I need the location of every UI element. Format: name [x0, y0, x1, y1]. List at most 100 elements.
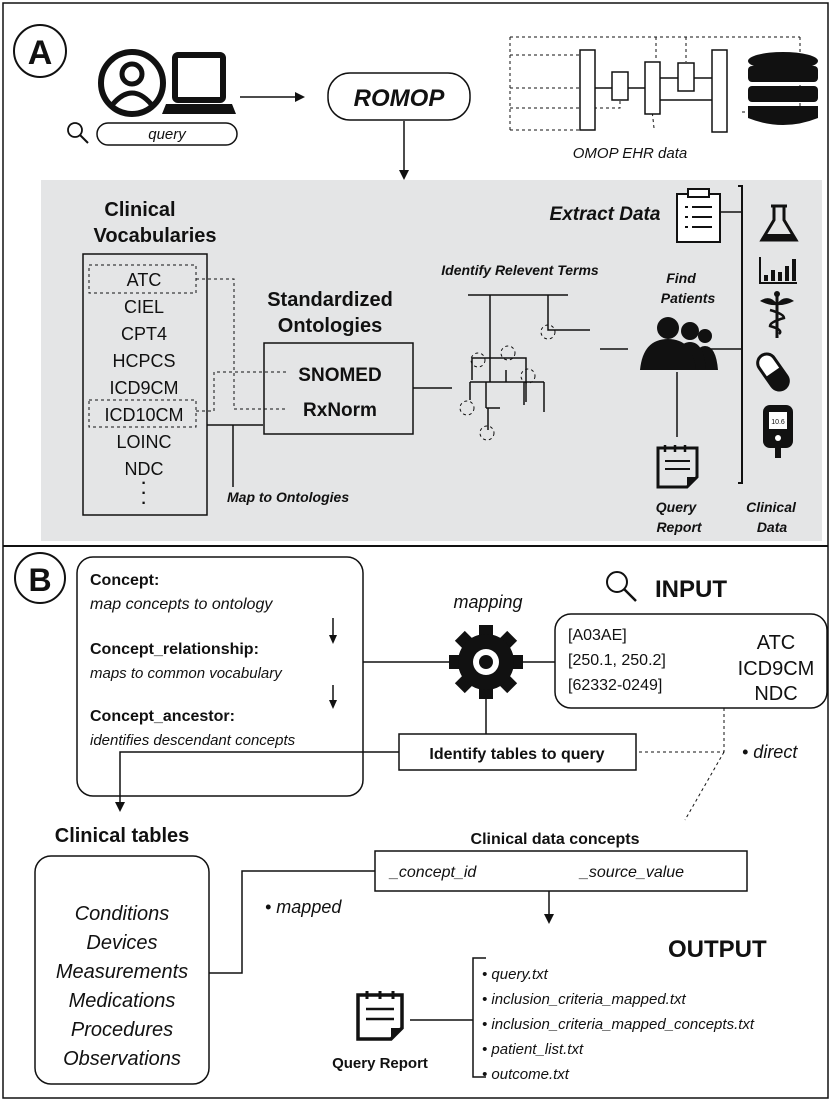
ontology-item: SNOMED [298, 365, 381, 386]
report-label-1: Query [656, 499, 698, 515]
romop-label: ROMOP [354, 85, 446, 112]
user-icon [98, 49, 166, 117]
omop-caption: OMOP EHR data [573, 145, 687, 162]
magnifier-icon [67, 122, 89, 144]
clinical-label-2: Data [757, 519, 788, 535]
arrow-rel-down [329, 700, 337, 709]
term-tree [459, 294, 590, 441]
vocab-ellipsis: · [141, 485, 146, 502]
mapped-label: • mapped [265, 897, 342, 917]
identify-to-tables [119, 751, 399, 804]
pill-icon [756, 352, 790, 392]
concept-title: Concept: [90, 572, 159, 589]
vocab-item: LOINC [116, 432, 171, 452]
output-file: • patient_list.txt [482, 1041, 584, 1058]
input-vocab: ATC [757, 632, 796, 654]
database-icon [748, 52, 818, 125]
direct-path-diagonal [684, 751, 725, 821]
svg-text:10.6: 10.6 [771, 419, 785, 426]
rel-desc: maps to common vocabulary [90, 665, 283, 682]
rel-title: Concept_relationship: [90, 641, 259, 658]
output-file: • inclusion_criteria_mapped_concepts.txt [482, 1016, 755, 1033]
output-label: OUTPUT [668, 936, 767, 963]
flask-icon [759, 204, 799, 242]
vocab-item: NDC [125, 459, 164, 479]
clinical-table: Devices [86, 932, 157, 954]
concept-id-label: _concept_id [388, 864, 477, 881]
clinical-tables-title: Clinical tables [55, 825, 190, 847]
vocab-ellipsis: · [141, 495, 146, 512]
clinical-table: Observations [63, 1048, 181, 1070]
arrow-to-output [544, 914, 554, 924]
output-file: • outcome.txt [482, 1066, 570, 1083]
find-label-2: Patients [661, 290, 716, 306]
vocab-item: ICD10CM [104, 405, 183, 425]
identify-label: Identify Relevent Terms [441, 262, 599, 278]
clinical-table: Procedures [71, 1019, 173, 1041]
mapped-path [209, 870, 375, 974]
concept-tables-box [76, 556, 364, 797]
extract-label: Extract Data [550, 204, 661, 225]
input-code: [A03AE] [568, 627, 627, 644]
concepts-box [374, 850, 748, 892]
ontology-title-2: Ontologies [278, 315, 382, 337]
ontology-title-1: Standardized [267, 289, 393, 311]
clinical-label-1: Clinical [746, 499, 797, 515]
output-file: • inclusion_criteria_mapped.txt [482, 991, 687, 1008]
identify-tables-label: Identify tables to query [429, 746, 604, 763]
vocab-item: CIEL [124, 297, 164, 317]
vocab-item: ICD9CM [109, 378, 178, 398]
icd10cm-highlight [88, 399, 197, 428]
concept-desc: map concepts to ontology [90, 596, 273, 613]
arrow-concept-down [329, 635, 337, 644]
panel-a-badge [13, 24, 67, 78]
input-vocab: ICD9CM [738, 658, 815, 680]
input-vocab: NDC [754, 683, 797, 705]
anc-desc: identifies descendant concepts [90, 732, 296, 749]
panel-b-label: B [28, 562, 51, 598]
mapping-label: mapping [453, 592, 522, 612]
map-label: Map to Ontologies [227, 489, 349, 505]
find-label-1: Find [666, 270, 696, 286]
vocab-item: ATC [127, 270, 162, 290]
report-label-2: Report [656, 519, 702, 535]
clinical-table: Medications [69, 990, 176, 1012]
direct-path [636, 708, 725, 753]
report-icon [656, 445, 699, 489]
patients-icon [640, 317, 718, 370]
clinical-table: Conditions [75, 903, 170, 925]
input-code: [250.1, 250.2] [568, 652, 666, 669]
report-label: Query Report [332, 1055, 428, 1072]
vocab-list: ATC CIEL CPT4 HCPCS ICD9CM ICD10CM LOINC… [104, 270, 183, 512]
arrow-to-tables [115, 802, 125, 812]
icd10cm-to-snomed [196, 371, 288, 412]
panel-b-badge [14, 552, 66, 604]
concepts-title: Clinical data concepts [471, 831, 640, 848]
bar-chart-icon [759, 257, 797, 284]
panel-b: B Concept: map concepts to ontology Conc… [14, 552, 828, 1085]
vocab-title-2: Vocabularies [93, 225, 216, 247]
input-label: INPUT [655, 576, 727, 603]
clipboard-icon [676, 188, 721, 243]
vocab-title-1: Clinical [104, 199, 175, 221]
clinical-tables-box [34, 855, 210, 1085]
romop-box [327, 72, 471, 121]
clinical-table: Measurements [56, 961, 188, 983]
anc-title: Concept_ancestor: [90, 708, 235, 725]
gear-icon [449, 625, 523, 699]
input-code: [62332-0249] [568, 677, 662, 694]
laptop-icon [162, 52, 236, 114]
caduceus-icon [760, 291, 794, 338]
vocab-item: CPT4 [121, 324, 167, 344]
input-box [554, 613, 828, 709]
vocab-item: HCPCS [112, 351, 175, 371]
query-label: query [148, 126, 187, 143]
output-file: • query.txt [482, 966, 549, 983]
vocab-ellipsis: · [141, 475, 146, 492]
direct-label: • direct [742, 742, 798, 762]
magnifier-icon [606, 571, 637, 602]
panel-a: A query ROMOP [13, 24, 822, 541]
clinical-data-bracket [738, 185, 743, 484]
